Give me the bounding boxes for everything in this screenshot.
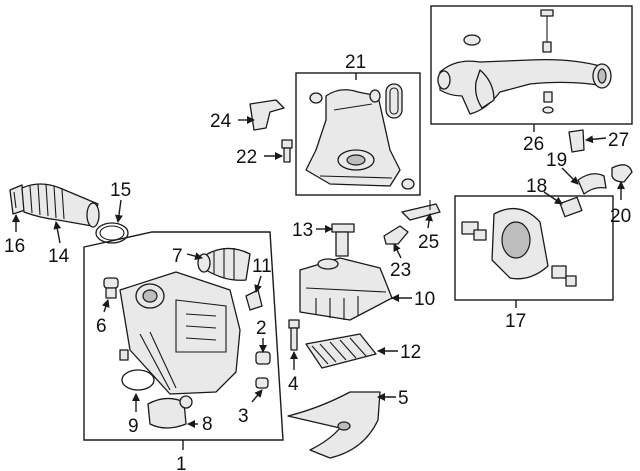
- elbow-part-8: [147, 395, 193, 429]
- clamp-part-9: [119, 349, 155, 391]
- callout-23: 23: [390, 260, 411, 281]
- grommet-part-6: [103, 277, 119, 299]
- callout-15: 15: [110, 180, 131, 201]
- callout-19: 19: [546, 150, 567, 171]
- intake-tube-part-14: [21, 183, 100, 228]
- sensor-part-13: [331, 223, 355, 257]
- group-frame-resonator: [295, 72, 421, 196]
- group-frame-air-cleaner: [83, 231, 284, 441]
- bolt-part-22: [281, 139, 293, 163]
- callout-26: 26: [523, 134, 544, 155]
- mount-part-3: [255, 377, 269, 389]
- clip-part-27: [568, 129, 585, 153]
- callout-21: 21: [345, 52, 366, 73]
- callout-22: 22: [236, 147, 257, 168]
- callout-5: 5: [398, 388, 409, 409]
- fitting-part-18: [559, 196, 583, 218]
- bracket-part-23: [383, 225, 409, 245]
- air-cleaner-cover-part-10: [299, 257, 393, 321]
- clamp-ring-part-15: [95, 222, 129, 244]
- callout-13: 13: [292, 220, 313, 241]
- callout-8: 8: [202, 414, 213, 435]
- callout-9: 9: [128, 416, 139, 437]
- callout-4: 4: [288, 374, 299, 395]
- callout-1: 1: [176, 454, 187, 471]
- callout-14: 14: [48, 246, 70, 267]
- callout-2: 2: [256, 318, 267, 339]
- group-frame-intake-duct: [430, 5, 633, 125]
- hose-part-19: [577, 173, 607, 195]
- intake-boot-part-7: [197, 247, 251, 281]
- callout-3: 3: [238, 406, 249, 427]
- air-filter-part-12: [305, 333, 377, 369]
- air-cleaner-housing-part-1: [119, 271, 241, 395]
- callout-11: 11: [252, 256, 272, 277]
- intake-duct-part-26: [437, 9, 612, 115]
- callout-10: 10: [414, 289, 435, 310]
- callout-17: 17: [505, 311, 526, 332]
- mount-part-2: [255, 351, 271, 365]
- callout-7: 7: [172, 246, 183, 267]
- bracket-part-5: [287, 391, 381, 459]
- leader-lines: [12, 73, 625, 450]
- callout-27: 27: [608, 130, 629, 151]
- callout-18: 18: [526, 176, 547, 197]
- throttle-body-part-17: [461, 207, 577, 287]
- callout-6: 6: [96, 316, 107, 337]
- bracket-part-25: [401, 200, 441, 221]
- clip-part-11: [245, 289, 263, 311]
- callout-16: 16: [4, 236, 25, 257]
- bolt-part-4: [288, 319, 300, 351]
- callout-25: 25: [418, 232, 439, 253]
- group-frame-throttle-body: [454, 195, 614, 301]
- hose-part-20: [611, 164, 633, 183]
- callout-20: 20: [610, 206, 631, 227]
- resonator-part-21: [305, 83, 415, 190]
- bracket-part-24: [249, 99, 285, 131]
- callout-12: 12: [400, 342, 421, 363]
- callout-24: 24: [210, 111, 232, 132]
